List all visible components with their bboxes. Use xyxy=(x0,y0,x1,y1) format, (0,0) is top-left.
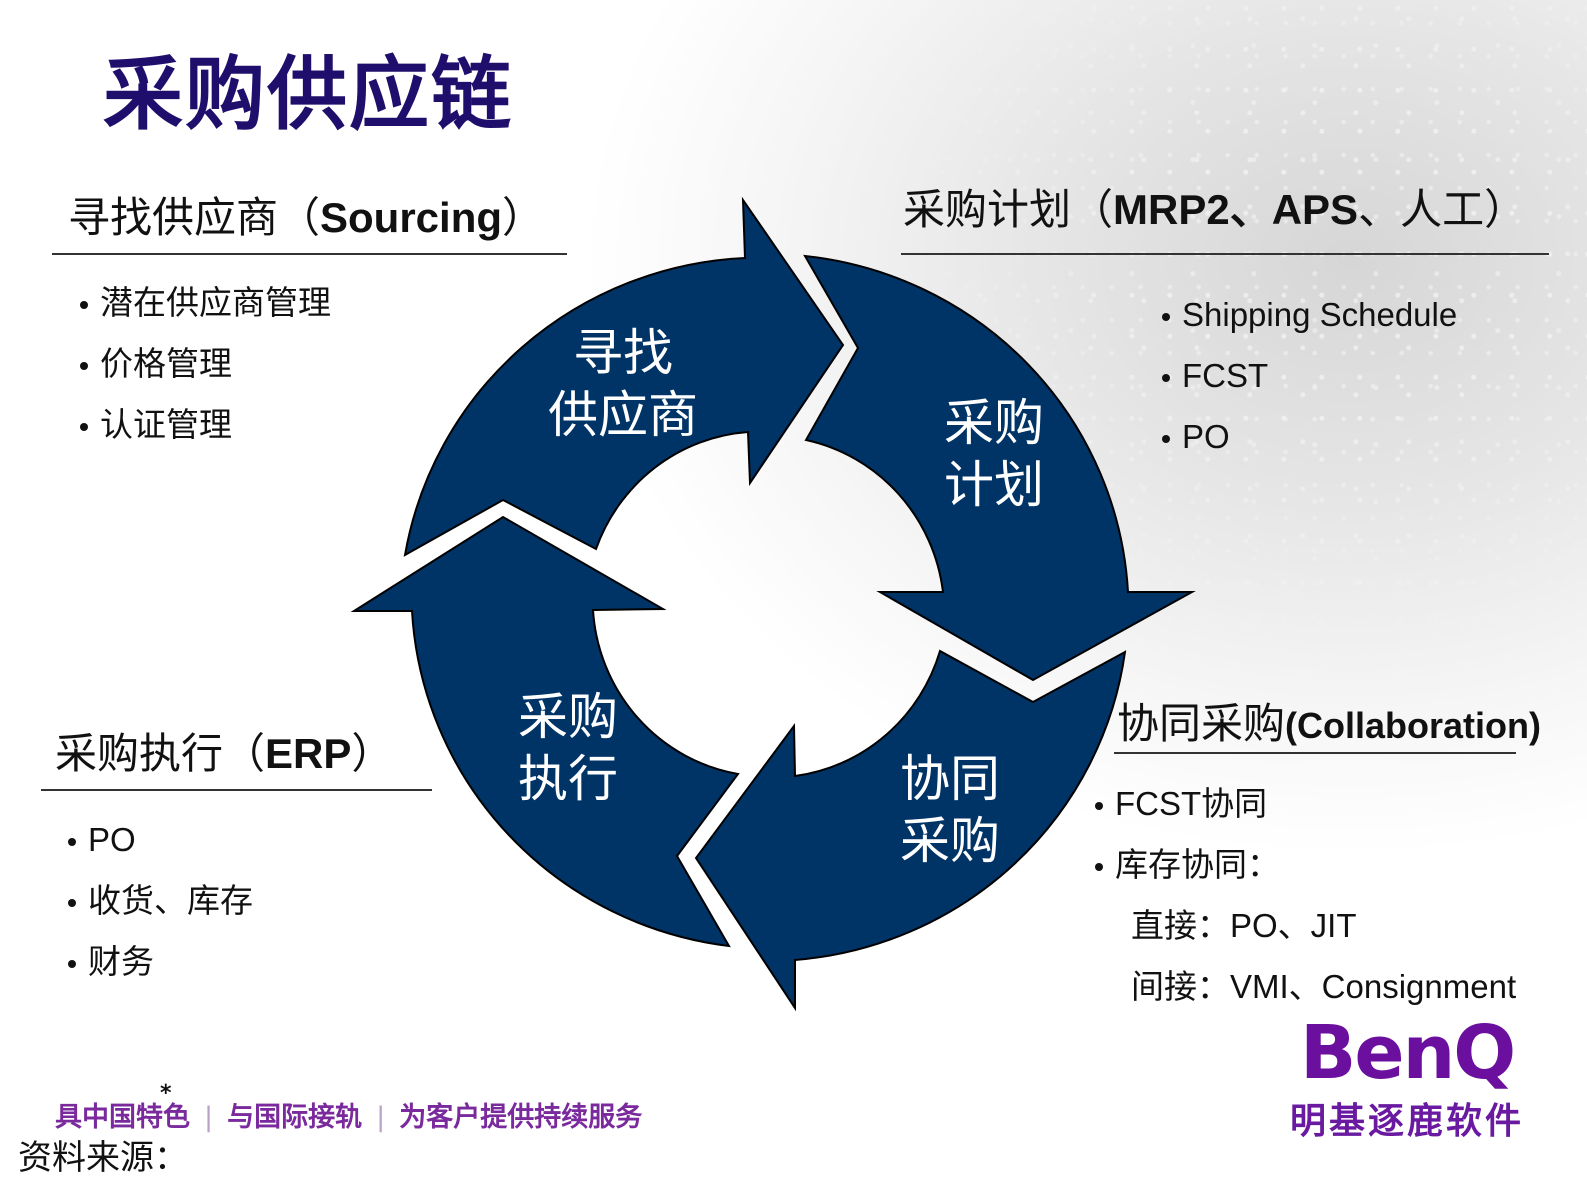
section-heading-sourcing: 寻找供应商（Sourcing） xyxy=(68,193,545,242)
collaboration-list: FCST协同 库存协同： 直接：PO、JIT 间接：VMI、Consignmen… xyxy=(1093,784,1516,1028)
list-item: 收货、库存 xyxy=(66,881,253,942)
list-subitem: 间接：VMI、Consignment xyxy=(1131,968,1517,1005)
arrow-label-collaboration: 协同 采购 xyxy=(900,750,1000,870)
section-divider-collaboration xyxy=(1114,752,1516,754)
footnote-star: * xyxy=(160,1081,172,1106)
section-divider-execution xyxy=(41,789,432,791)
arrow-planning xyxy=(803,254,1196,682)
slide-title: 采购供应链 xyxy=(103,48,513,141)
tagline-separator: | xyxy=(376,1102,386,1133)
list-subitem: 直接：PO、JIT xyxy=(1131,907,1357,944)
tagline-part: 为客户提供持续服务 xyxy=(399,1102,643,1133)
list-item: FCST xyxy=(1160,356,1457,417)
tagline-separator: | xyxy=(204,1102,214,1133)
tagline-part: 具中国特色 xyxy=(55,1102,190,1133)
arrow-execution xyxy=(350,515,740,948)
list-item: Shipping Schedule xyxy=(1160,295,1457,356)
list-item: PO xyxy=(1160,417,1457,478)
section-heading-execution: 采购执行（ERP） xyxy=(55,729,394,778)
source-label: 资料来源： xyxy=(18,1138,188,1178)
sourcing-list: 潜在供应商管理 价格管理 认证管理 xyxy=(78,283,331,466)
section-heading-planning: 采购计划（MRP2、APS、人工） xyxy=(903,185,1527,234)
arrow-label-execution: 采购 执行 xyxy=(518,688,618,808)
list-item: FCST协同 xyxy=(1093,784,1516,845)
arrow-label-planning: 采购 计划 xyxy=(944,394,1044,514)
tagline-part: 与国际接轨 xyxy=(227,1102,363,1133)
list-item: 价格管理 xyxy=(78,344,331,405)
list-item: 潜在供应商管理 xyxy=(78,283,331,344)
section-heading-collaboration: 协同采购(Collaboration) xyxy=(1117,699,1541,748)
section-divider-planning xyxy=(901,253,1549,255)
arrow-label-sourcing: 寻找 供应商 xyxy=(548,324,698,444)
footer-tagline: * 具中国特色 | 与国际接轨 | 为客户提供持续服务 xyxy=(55,1081,643,1134)
logo-subtitle: 明基逐鹿软件 xyxy=(1290,1101,1525,1142)
benq-logo: BenQ xyxy=(1300,1010,1516,1096)
list-item: PO xyxy=(66,820,253,881)
planning-list: Shipping Schedule FCST PO xyxy=(1160,295,1457,478)
list-item: 认证管理 xyxy=(78,405,331,466)
list-item: 财务 xyxy=(66,942,253,1003)
arrow-collaboration xyxy=(694,649,1127,1012)
section-divider-sourcing xyxy=(52,253,567,255)
execution-list: PO 收货、库存 财务 xyxy=(66,820,253,1003)
list-item: 库存协同： xyxy=(1093,845,1516,906)
arrow-sourcing xyxy=(403,196,845,557)
